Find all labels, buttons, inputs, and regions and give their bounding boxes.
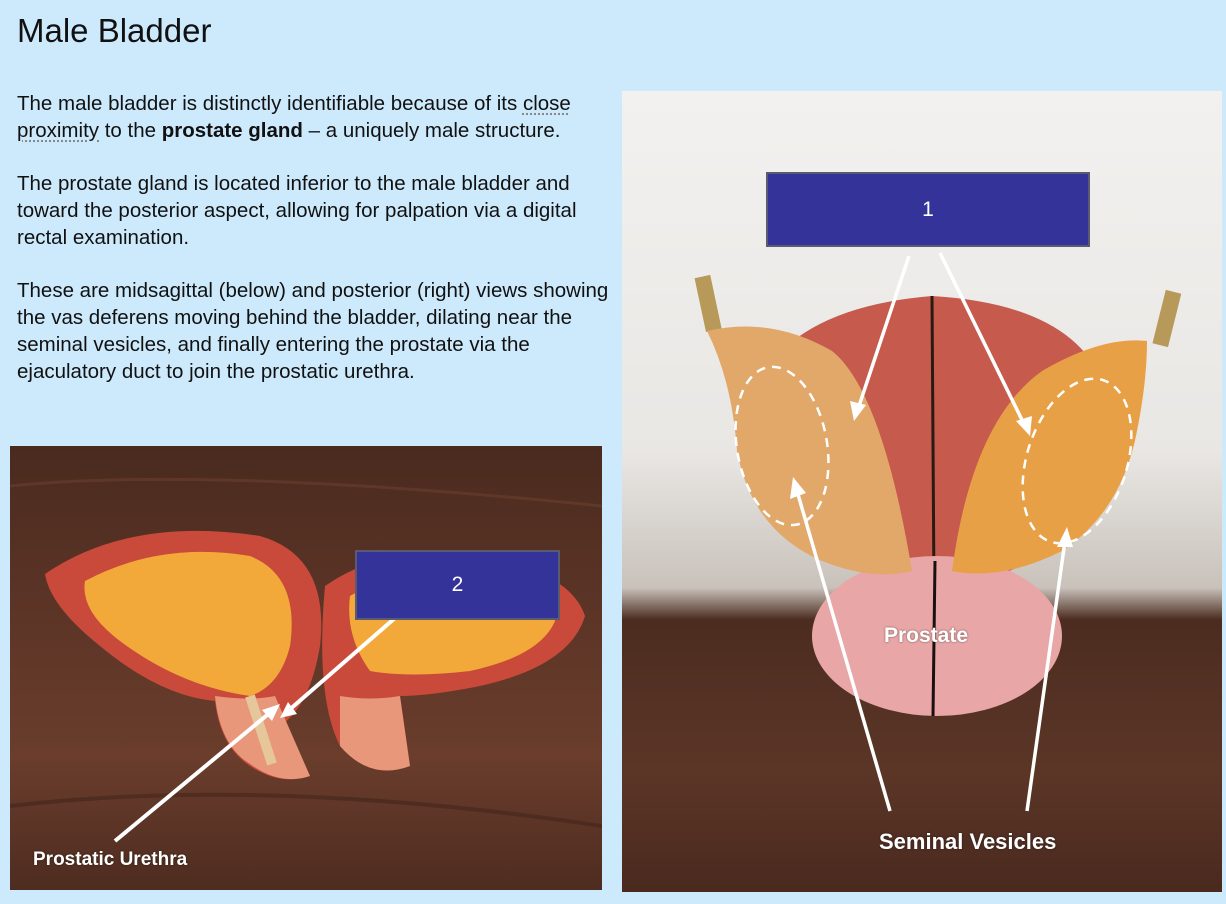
prostate-label: Prostate xyxy=(884,624,969,647)
midsagittal-model-illustration xyxy=(10,477,602,843)
spellcheck-underlined-text: close proximity xyxy=(17,92,571,142)
midsagittal-bladder-photo xyxy=(10,446,602,890)
label-box-1: 1 xyxy=(766,172,1090,247)
paragraph-1-text-c: – a uniquely male structure. xyxy=(302,119,561,142)
label-box-2: 2 xyxy=(355,550,560,620)
body-text: The male bladder is distinctly identifia… xyxy=(17,90,617,411)
paragraph-2: The prostate gland is located inferior t… xyxy=(17,172,577,249)
seminal-vesicles-label: Seminal Vesicles xyxy=(879,829,1057,854)
paragraph-1: The male bladder is distinctly identifia… xyxy=(17,90,617,144)
bold-term-prostate-gland: prostate gland xyxy=(161,119,303,142)
prostatic-urethra-label: Prostatic Urethra xyxy=(33,849,188,870)
paragraph-1-text-a: The male bladder is distinctly identifia… xyxy=(17,92,523,115)
posterior-bladder-photo xyxy=(622,91,1222,892)
paragraph-1-text-b: to the xyxy=(99,119,162,142)
slide-title: Male Bladder xyxy=(17,12,212,49)
paragraph-3: These are midsagittal (below) and poster… xyxy=(17,279,609,383)
posterior-model-illustration xyxy=(694,252,1182,812)
